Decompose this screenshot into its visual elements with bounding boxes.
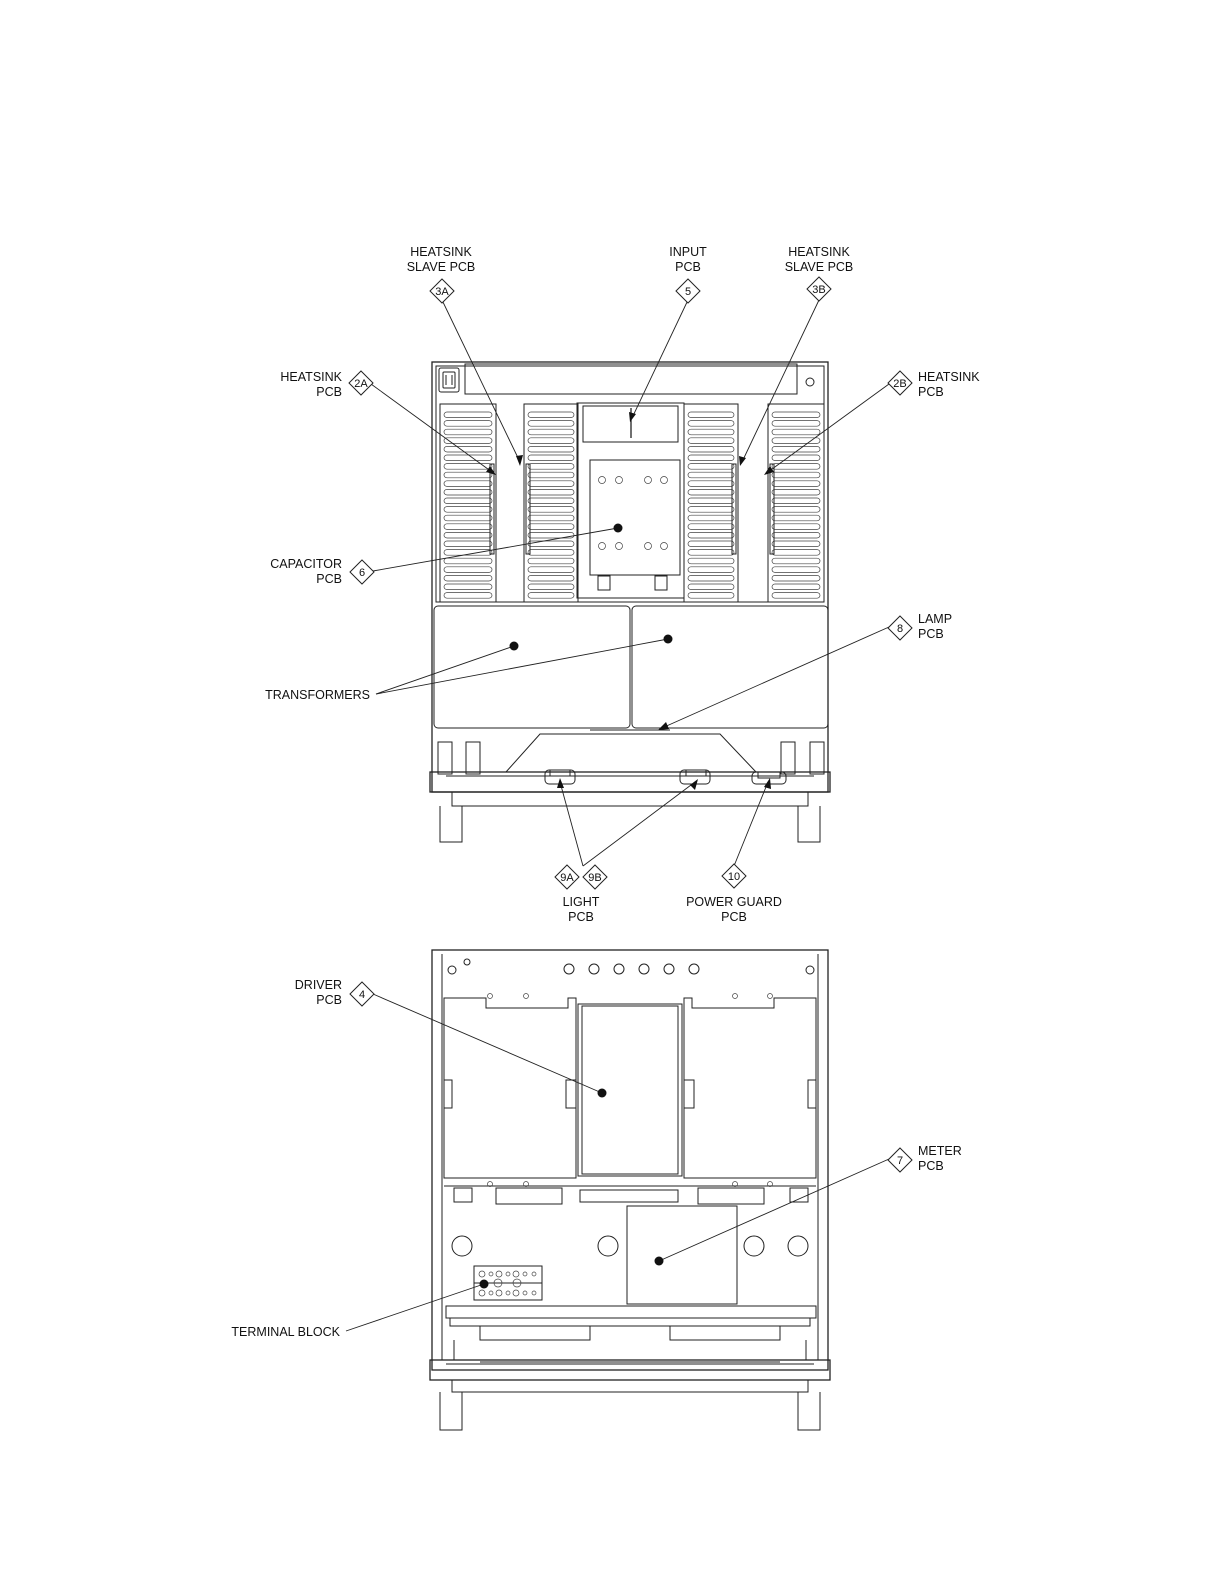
callout-4-line2: PCB xyxy=(316,993,342,1007)
callout-3a-line1: HEATSINK xyxy=(410,245,472,259)
callout-9-line2: PCB xyxy=(568,910,594,924)
heatsink-column xyxy=(768,404,824,602)
callout-3b: HEATSINK SLAVE PCB 3B xyxy=(785,245,854,301)
callout-7-tag: 7 xyxy=(897,1155,903,1167)
callout-transformers: TRANSFORMERS xyxy=(265,688,370,702)
bottom-mounting-holes xyxy=(564,964,699,974)
callout-transformers-label: TRANSFORMERS xyxy=(265,688,370,702)
callout-9b-tag: 9B xyxy=(588,872,601,884)
callout-8-tag: 8 xyxy=(897,623,903,635)
callout-10-tag: 10 xyxy=(728,871,740,883)
callout-2a-tag: 2A xyxy=(354,378,368,390)
callout-9: 9A 9B LIGHT PCB xyxy=(555,865,607,924)
heatsink-column xyxy=(524,404,578,602)
callout-4-tag: 4 xyxy=(359,989,365,1001)
heatsink-assemblies xyxy=(440,404,824,602)
callout-6: CAPACITOR PCB 6 xyxy=(270,557,374,586)
callout-6-line2: PCB xyxy=(316,572,342,586)
callout-7: 7 METER PCB xyxy=(888,1144,962,1173)
bottom-view-chassis xyxy=(430,950,830,1430)
callout-10-line1: POWER GUARD xyxy=(686,895,782,909)
callout-5-line2: PCB xyxy=(675,260,701,274)
callout-3a-line2: SLAVE PCB xyxy=(407,260,476,274)
callout-3b-line1: HEATSINK xyxy=(788,245,850,259)
callout-5-tag: 5 xyxy=(685,286,691,298)
capacitor-pcb-screws xyxy=(599,477,668,550)
heatsink-column xyxy=(684,404,738,602)
callout-7-line2: PCB xyxy=(918,1159,944,1173)
callout-3b-tag: 3B xyxy=(812,284,825,296)
callout-9-line1: LIGHT xyxy=(563,895,600,909)
callout-5: INPUT PCB 5 xyxy=(669,245,707,303)
callout-8: 8 LAMP PCB xyxy=(888,612,952,641)
heatsink-column xyxy=(440,404,496,602)
callout-4-line1: DRIVER xyxy=(295,978,342,992)
callout-6-tag: 6 xyxy=(359,567,365,579)
callout-2b-line1: HEATSINK xyxy=(918,370,980,384)
power-inlet-icon xyxy=(439,368,459,392)
callout-7-line1: METER xyxy=(918,1144,962,1158)
callout-2a-line2: PCB xyxy=(316,385,342,399)
top-view-chassis xyxy=(430,362,830,842)
callout-4: DRIVER PCB 4 xyxy=(295,978,374,1007)
callout-2b-line2: PCB xyxy=(918,385,944,399)
callout-8-line1: LAMP xyxy=(918,612,952,626)
callout-9a-tag: 9A xyxy=(560,872,574,884)
callout-terminal-block: TERMINAL BLOCK xyxy=(231,1325,340,1339)
callout-terminal-block-label: TERMINAL BLOCK xyxy=(231,1325,340,1339)
callout-2a-line1: HEATSINK xyxy=(280,370,342,384)
callout-2a: HEATSINK PCB 2A xyxy=(280,370,373,399)
callout-3a-tag: 3A xyxy=(435,286,449,298)
callout-8-line2: PCB xyxy=(918,627,944,641)
callout-10: 10 POWER GUARD PCB xyxy=(686,864,782,924)
callout-5-line1: INPUT xyxy=(669,245,707,259)
callout-3a: HEATSINK SLAVE PCB 3A xyxy=(407,245,476,303)
callout-6-line1: CAPACITOR xyxy=(270,557,342,571)
callout-2b-tag: 2B xyxy=(893,378,906,390)
callout-10-line2: PCB xyxy=(721,910,747,924)
callout-2b: 2B HEATSINK PCB xyxy=(888,370,980,399)
callout-3b-line2: SLAVE PCB xyxy=(785,260,854,274)
